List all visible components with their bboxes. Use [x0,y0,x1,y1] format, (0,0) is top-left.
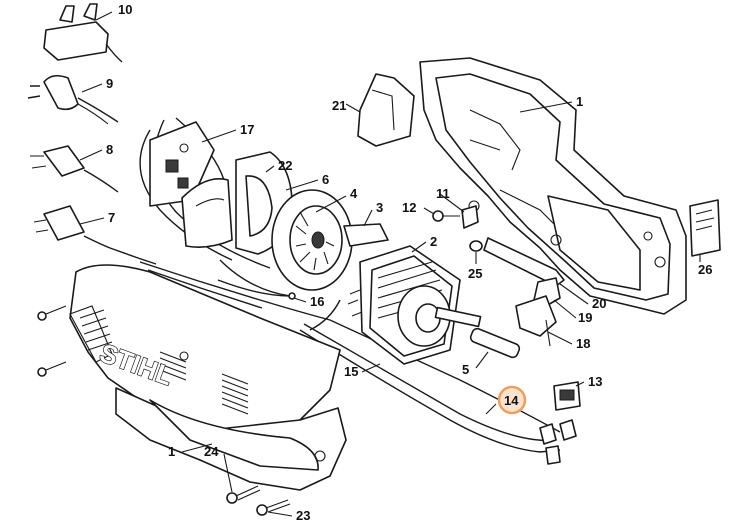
fan-4[interactable] [271,189,353,291]
callout-13[interactable]: 13 [588,374,602,389]
screw-12[interactable] [432,210,460,222]
clip-11[interactable] [461,205,479,229]
highlight-ring-14 [497,385,527,415]
callout-23[interactable]: 23 [296,508,310,523]
callout-18[interactable]: 18 [576,336,590,351]
rating-label-26[interactable] [689,199,721,257]
motor-2[interactable] [347,245,482,365]
callout-20[interactable]: 20 [592,296,606,311]
euro-plug-7[interactable] [33,205,157,265]
callout-24[interactable]: 24 [204,444,219,459]
callout-22[interactable]: 22 [278,158,292,173]
callout-14[interactable]: 14 [504,393,519,408]
euro-plug-9[interactable] [27,74,119,125]
switch-13[interactable] [553,381,581,411]
housing-screw-lower[interactable] [37,361,67,377]
callout-8[interactable]: 8 [106,142,113,157]
callout-9[interactable]: 9 [106,76,113,91]
callout-4[interactable]: 4 [350,186,358,201]
wiring-harness-14[interactable] [299,323,577,465]
screw-24[interactable] [226,485,261,504]
callout-12[interactable]: 12 [402,200,416,215]
euro-plug-8[interactable] [30,145,119,193]
callout-1-bottom[interactable]: 1 [168,444,175,459]
callout-17[interactable]: 17 [240,122,254,137]
callout-16[interactable]: 16 [310,294,324,309]
housing-screw-upper[interactable] [37,305,67,321]
armature-shaft-5[interactable] [469,327,521,359]
nut-25[interactable] [469,240,483,252]
screw-23[interactable] [256,499,291,516]
callout-2[interactable]: 2 [430,234,437,249]
callout-10[interactable]: 10 [118,2,132,17]
callout-26[interactable]: 26 [698,262,712,277]
callout-11[interactable]: 11 [436,186,450,201]
callout-21[interactable]: 21 [332,98,346,113]
uk-plug[interactable] [43,3,123,63]
vent-grille-rear [159,351,249,415]
vent-grille-front [79,309,113,351]
callout-19[interactable]: 19 [578,310,592,325]
callout-3[interactable]: 3 [376,200,383,215]
housing-left-1[interactable]: STIHL [69,264,347,491]
air-guide-6[interactable] [181,178,233,248]
housing-right-1[interactable] [419,57,687,315]
callout-1-top[interactable]: 1 [576,94,583,109]
callout-15[interactable]: 15 [344,364,358,379]
callout-6[interactable]: 6 [322,172,329,187]
leader-lines [79,11,701,517]
motor-field-3[interactable] [343,223,389,247]
callout-labels: 10 9 8 7 17 22 6 4 3 2 21 1 11 12 25 20 … [106,2,712,523]
callout-7[interactable]: 7 [108,210,115,225]
cable-grip-16[interactable] [217,279,296,300]
switch-rod-20[interactable] [483,237,565,287]
baffle-22[interactable] [235,151,293,255]
trigger-18[interactable] [515,295,557,347]
callout-25[interactable]: 25 [468,266,482,281]
top-cover-21[interactable] [357,73,415,147]
callout-5[interactable]: 5 [462,362,469,377]
